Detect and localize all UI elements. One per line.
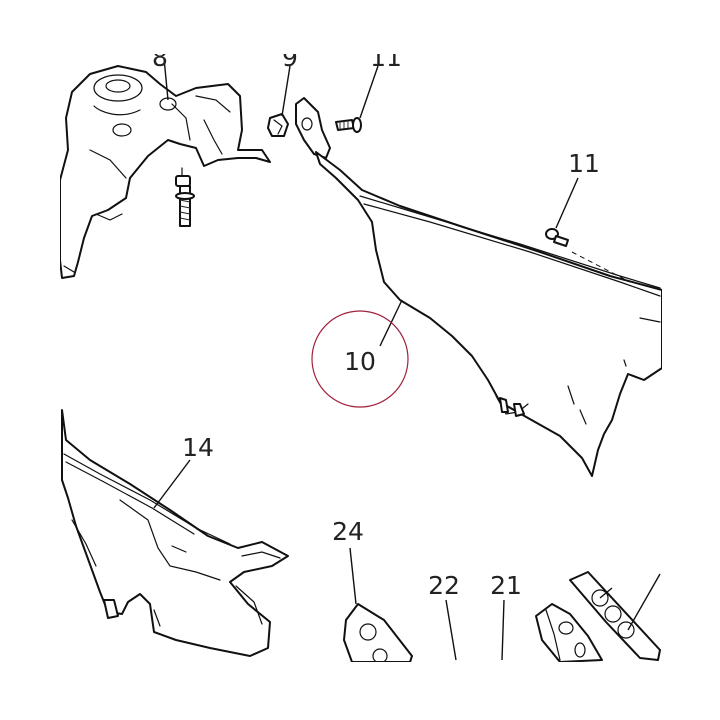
lower-cowl-part: [61, 409, 289, 657]
screw-part-right: [545, 228, 569, 247]
callout-14: 14: [182, 433, 214, 462]
callout-10: 10: [344, 347, 376, 376]
left-crop-mask: [0, 0, 60, 720]
plate-part-24: [343, 603, 413, 664]
callout-21: 21: [490, 571, 522, 600]
callout-highlight-ring: [311, 310, 409, 408]
bottom-crop-mask: [0, 662, 720, 720]
right-crop-mask: [662, 0, 720, 720]
callout-22: 22: [428, 571, 460, 600]
bolt-part: [175, 167, 195, 227]
bracket-part-21: [535, 603, 603, 663]
top-bracket-part: [59, 65, 271, 279]
callout-24: 24: [332, 517, 364, 546]
nut-part: [267, 113, 289, 137]
side-panel-part: [315, 151, 663, 477]
plate-part-right: [569, 571, 661, 661]
screw-part-top: [335, 117, 362, 133]
leader-lines: [153, 57, 661, 661]
top-crop-mask: [0, 0, 720, 54]
mounting-tab-part: [295, 97, 331, 159]
callout-11-right: 11: [568, 149, 600, 178]
